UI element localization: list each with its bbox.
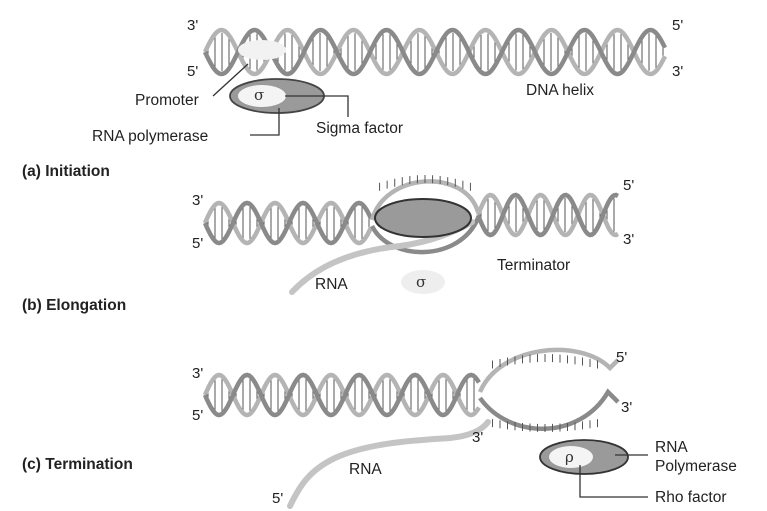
rna-polymerase-label-c: RNA Polymerase: [655, 439, 737, 475]
panel-b-elongation: σ 3' 5' 5' 3' RNA Terminator (b) Elongat…: [22, 175, 634, 314]
end-3prime-top-left-c: 3': [192, 365, 203, 382]
panel-c-termination: ρ 3' 5' 5' 3' 3' 5' RNA RNA Polymerase R…: [22, 347, 737, 509]
rho-factor-label: Rho factor: [655, 489, 727, 506]
rho-factor-shape: [549, 446, 593, 468]
stage-label-termination: (c) Termination: [22, 456, 133, 473]
end-5prime-top-right-b: 5': [623, 177, 634, 194]
rho-symbol: ρ: [565, 448, 574, 466]
end-3prime-top-left-a: 3': [187, 17, 198, 34]
dna-strand-light: [202, 372, 481, 418]
end-5prime-bottom-left-a: 5': [187, 63, 198, 80]
promoter-leader: [212, 63, 249, 97]
end-5prime-top-right-a: 5': [672, 17, 683, 34]
promoter-region: [238, 40, 286, 60]
dna-strand-dark: [475, 192, 620, 238]
end-5prime-top-right-c: 5': [616, 349, 627, 366]
panel-a-initiation: σ 3' 5' 5' 3' Promoter DNA helix RNA pol…: [22, 17, 683, 180]
end-3prime-bottom-right-b: 3': [623, 231, 634, 248]
sigma-factor-a: [238, 85, 286, 107]
rna-polymerase-b: [374, 198, 472, 238]
stage-label-elongation: (b) Elongation: [22, 297, 126, 314]
rna-polymerase-label-a: RNA polymerase: [92, 128, 208, 145]
dna-helix-a: [202, 27, 668, 77]
rna-5prime-end-c: 5': [272, 490, 283, 507]
sigma-factor-label: Sigma factor: [316, 120, 403, 137]
end-5prime-bottom-left-c: 5': [192, 407, 203, 424]
rho-factor-leader: [579, 465, 648, 498]
promoter-label: Promoter: [135, 92, 199, 109]
dna-strand-dark: [202, 27, 668, 77]
rna-label-b: RNA: [315, 276, 348, 293]
end-5prime-bottom-left-b: 5': [192, 235, 203, 252]
rna-3prime-end-c: 3': [472, 429, 483, 446]
sigma-symbol-a: σ: [254, 86, 264, 104]
released-sigma-b: [401, 270, 445, 294]
bubble-bottom-strand: [369, 217, 481, 255]
open-bottom-strand: [478, 388, 620, 431]
rna-strand-c: [287, 419, 491, 509]
dna-helix-b: [202, 192, 620, 246]
dna-strand-dark: [202, 200, 374, 246]
open-top-strand: [477, 347, 620, 393]
open-bubble-c: [477, 347, 620, 432]
sigma-symbol-b: σ: [416, 273, 426, 291]
terminator-label: Terminator: [497, 257, 570, 274]
dna-strand-dark: [202, 372, 481, 418]
dna-helix-label: DNA helix: [526, 82, 594, 99]
end-3prime-bottom-right-a: 3': [672, 63, 683, 80]
dna-helix-c: [202, 372, 481, 418]
transcription-bubble-b: [369, 175, 481, 255]
stage-label-initiation: (a) Initiation: [22, 163, 110, 180]
end-3prime-bottom-right-c: 3': [621, 399, 632, 416]
dna-strand-light: [475, 192, 620, 238]
sigma-factor-leader: [285, 95, 349, 117]
end-3prime-top-left-b: 3': [192, 192, 203, 209]
rna-polymerase-leader: [250, 108, 280, 136]
rna-label-c: RNA: [349, 461, 382, 478]
